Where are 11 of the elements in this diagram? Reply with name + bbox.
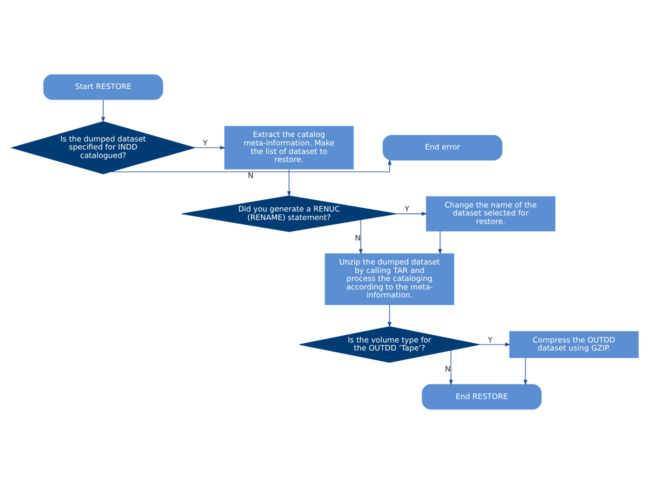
arrow <box>194 145 226 150</box>
arrow <box>396 211 428 216</box>
arrow <box>287 168 291 196</box>
arrow <box>524 356 528 385</box>
arrow <box>388 304 392 328</box>
arrow <box>449 350 453 385</box>
arrow <box>438 230 442 254</box>
arrow <box>110 158 392 172</box>
arrow <box>101 98 106 122</box>
arrow <box>358 218 363 254</box>
arrow <box>480 342 511 346</box>
